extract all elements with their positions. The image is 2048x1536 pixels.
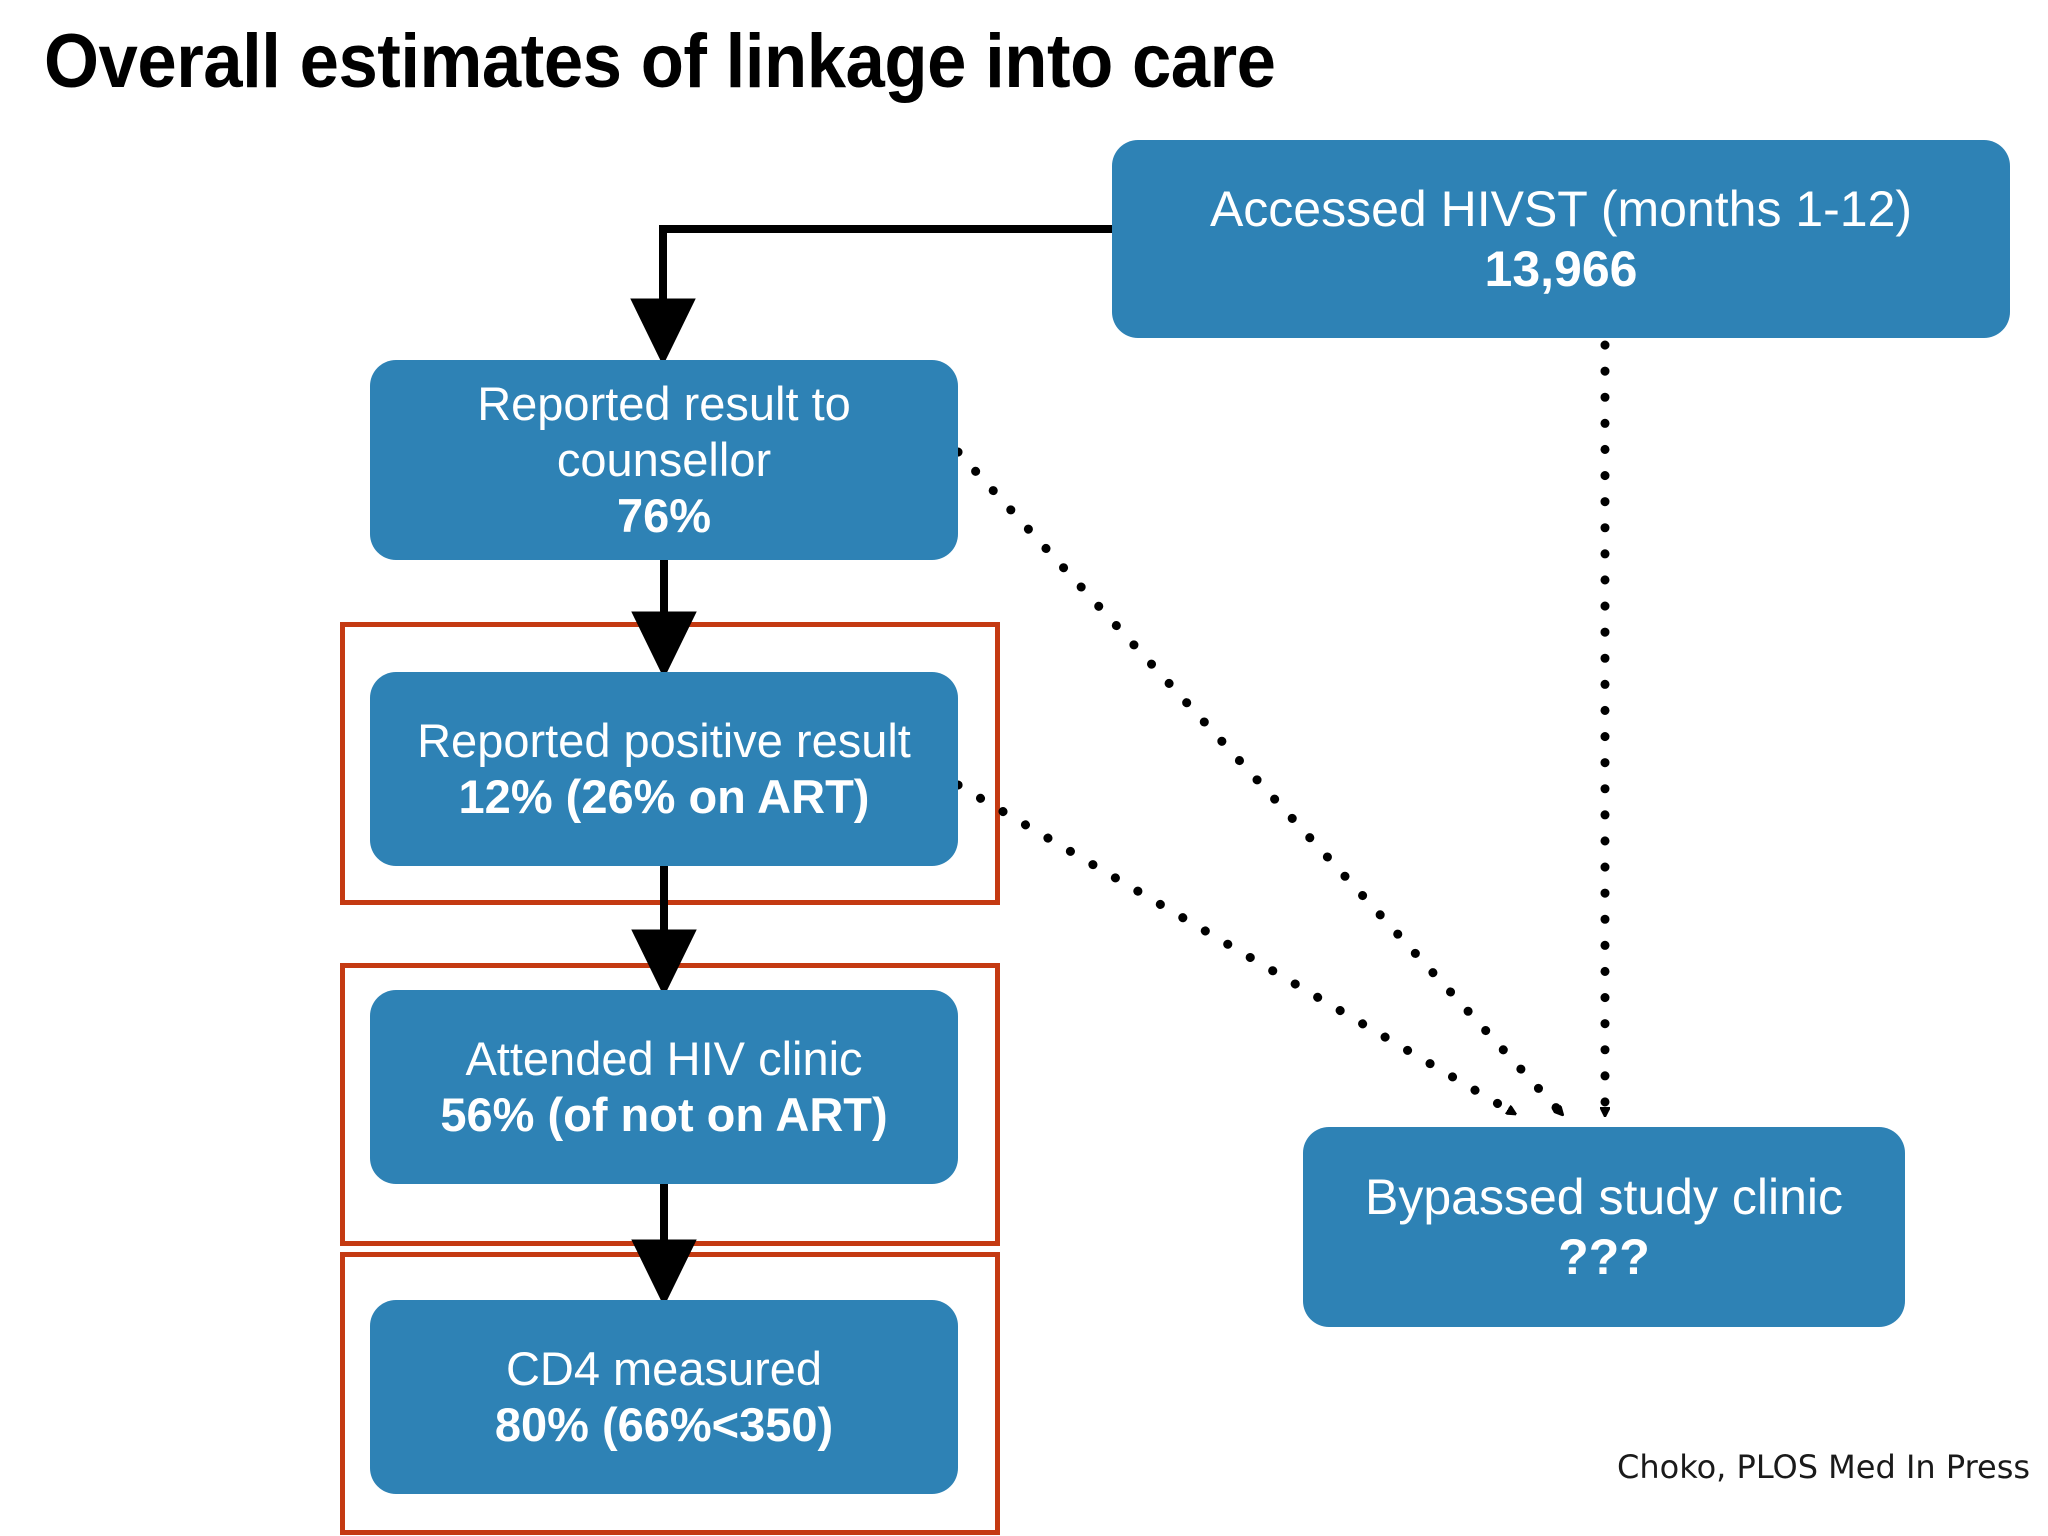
node-reported-result-label: Reported result to counsellor (477, 377, 851, 486)
citation-note: Choko, PLOS Med In Press (1617, 1448, 2031, 1486)
node-reported-positive-result[interactable]: Reported positive result 12% (26% on ART… (370, 672, 958, 866)
node-reported-positive-result-label: Reported positive result (417, 714, 911, 767)
node-bypassed-study-clinic-value: ??? (1558, 1229, 1650, 1285)
node-attended-hiv-clinic[interactable]: Attended HIV clinic 56% (of not on ART) (370, 990, 958, 1184)
page-title: Overall estimates of linkage into care (44, 19, 1276, 104)
edge-hivst-to-reported-result (630, 225, 1112, 366)
node-cd4-measured-label: CD4 measured (505, 1342, 823, 1395)
node-attended-hiv-clinic-value: 56% (of not on ART) (440, 1088, 888, 1141)
node-bypassed-study-clinic[interactable]: Bypassed study clinic ??? (1303, 1127, 1905, 1327)
node-cd4-measured-value: 80% (66%<350) (494, 1398, 834, 1451)
node-reported-result[interactable]: Reported result to counsellor 76% (370, 360, 958, 560)
edge-reported-result-to-bypassed-dotted (953, 447, 1560, 1112)
node-reported-positive-result-value: 12% (26% on ART) (458, 770, 870, 823)
node-accessed-hivst-label: Accessed HIVST (months 1-12) (1209, 181, 1913, 237)
node-cd4-measured[interactable]: CD4 measured 80% (66%<350) (370, 1300, 958, 1494)
node-attended-hiv-clinic-label: Attended HIV clinic (465, 1032, 863, 1085)
node-accessed-hivst-value: 13,966 (1484, 241, 1638, 297)
node-bypassed-study-clinic-label: Bypassed study clinic (1364, 1169, 1843, 1225)
node-reported-result-value: 76% (616, 489, 712, 542)
node-accessed-hivst[interactable]: Accessed HIVST (months 1-12) 13,966 (1112, 140, 2010, 338)
edge-positive-to-bypassed-dotted (953, 780, 1512, 1117)
